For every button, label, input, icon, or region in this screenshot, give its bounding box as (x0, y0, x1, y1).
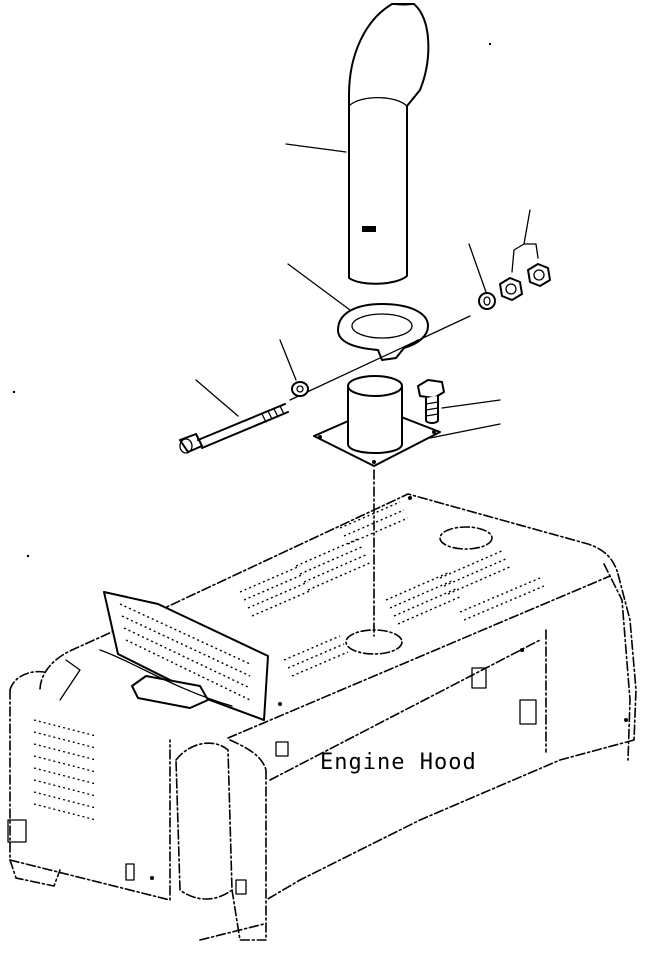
exhaust-pipe (348, 3, 430, 285)
leader-exhaust-pipe (285, 143, 347, 153)
leader-nuts (511, 209, 539, 273)
hood-opening-exhaust (345, 629, 403, 655)
flange-bolt (417, 379, 445, 424)
hood-opening-rear (439, 526, 493, 550)
engine-hood-label: Engine Hood (320, 750, 477, 775)
assembly-axis (289, 315, 471, 401)
long-bolt (179, 403, 289, 454)
washer (291, 381, 309, 397)
flange-adapter (313, 375, 441, 467)
nut-2 (527, 263, 551, 287)
leader-lock-washer (468, 243, 487, 293)
leader-washer (279, 339, 297, 381)
pipe-clamp (337, 303, 429, 361)
leader-flange (429, 423, 501, 439)
nut-1 (499, 277, 523, 301)
lock-washer (478, 292, 496, 310)
leader-clamp (287, 263, 351, 311)
pipe-marking (362, 226, 376, 232)
leader-long-bolt (195, 379, 239, 417)
engine-hood (7, 493, 637, 941)
leader-flange-bolt (441, 399, 501, 409)
